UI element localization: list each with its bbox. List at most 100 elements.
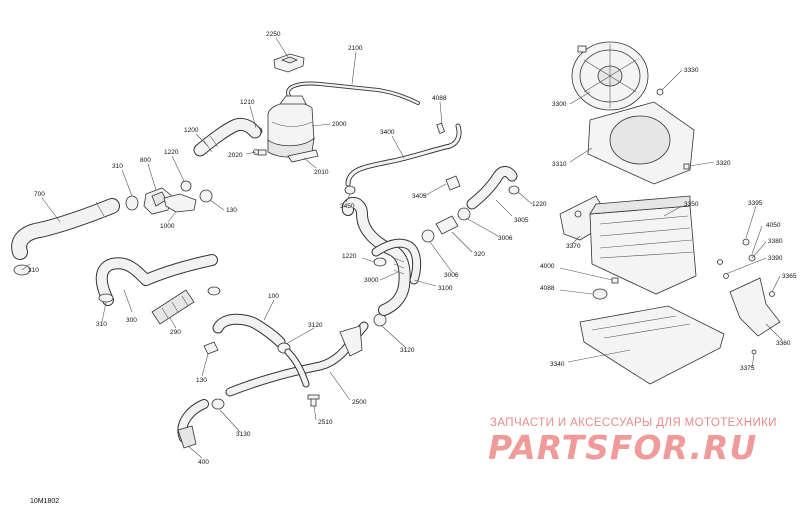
- callout-3320: 3320: [716, 160, 731, 167]
- hose-3100: [371, 238, 422, 285]
- callout-100: 100: [268, 293, 279, 300]
- sensor-4000: [611, 277, 619, 284]
- callout-130-b: 130: [196, 377, 207, 384]
- connector-320: [435, 215, 459, 235]
- clamp-1220-mid: [373, 257, 387, 267]
- callout-1220-b: 1220: [342, 253, 357, 260]
- hose-300: [95, 254, 218, 306]
- callout-290: 290: [170, 329, 181, 336]
- callout-4088-top: 4088: [432, 95, 447, 102]
- fan-shroud-3310: [587, 101, 695, 185]
- pipe-assembly-2500: [225, 321, 369, 397]
- clamp-130-top: [199, 189, 213, 203]
- bolt-3320: [683, 163, 690, 170]
- clamp-310-mid: [98, 293, 114, 303]
- nut-3330: [656, 88, 664, 96]
- diagram-code: 10M1802: [30, 498, 60, 505]
- callout-3100: 3100: [438, 285, 453, 292]
- fastener-4088-top: [436, 122, 446, 134]
- callout-1200: 1200: [184, 127, 199, 134]
- callout-400: 400: [198, 459, 209, 466]
- hose-700: [11, 198, 120, 260]
- callout-2100: 2100: [348, 45, 363, 52]
- watermark-subtitle: ЗАПЧАСТИ И АКСЕССУАРЫ ДЛЯ МОТОТЕХНИКИ: [490, 417, 777, 429]
- part-drawings: [11, 41, 781, 449]
- fan-3300: [571, 41, 649, 111]
- tank-cap-2250: [273, 53, 305, 73]
- callout-1220-c: 1220: [532, 201, 547, 208]
- callout-2010: 2010: [314, 169, 329, 176]
- callout-3330: 3330: [684, 67, 699, 74]
- callout-300: 300: [126, 317, 137, 324]
- callout-3130: 3130: [236, 431, 251, 438]
- callout-3360: 3360: [776, 340, 791, 347]
- callout-3310: 3310: [552, 161, 567, 168]
- callout-2000: 2000: [332, 121, 347, 128]
- callout-4050: 4050: [766, 222, 781, 229]
- watermark-brand: PARTSFOR.RU: [488, 428, 758, 467]
- fitting-400: [177, 399, 209, 449]
- clip-4088-bottom: [592, 288, 608, 300]
- callout-3006-a: 3006: [498, 235, 513, 242]
- tank-strap-2010: [287, 149, 319, 163]
- callout-2510: 2510: [318, 419, 333, 426]
- callout-3375: 3375: [740, 365, 755, 372]
- callout-3450: 3450: [340, 203, 355, 210]
- callout-310-mid: 310: [96, 321, 107, 328]
- callout-310-top: 310: [112, 163, 123, 170]
- callout-3120-b: 3120: [400, 347, 415, 354]
- thermostat-housing-800: [143, 187, 173, 215]
- bracket-3360: [717, 238, 781, 355]
- clamp-3450: [344, 185, 356, 195]
- callout-3005: 3005: [514, 217, 529, 224]
- callout-800: 800: [140, 157, 151, 164]
- callout-4000: 4000: [540, 263, 555, 270]
- callout-3365: 3365: [782, 273, 797, 280]
- callout-700: 700: [34, 191, 45, 198]
- callout-3350: 3350: [684, 201, 699, 208]
- radiator-3350: [589, 195, 697, 295]
- callout-3300: 3300: [552, 101, 567, 108]
- callout-2020: 2020: [228, 152, 243, 159]
- clamp-310-top: [125, 195, 139, 211]
- hose-3400: [345, 123, 462, 187]
- guard-plate-3340: [579, 305, 725, 385]
- callout-130-top: 130: [226, 207, 237, 214]
- fitting-130: [203, 341, 219, 355]
- callout-310-left: 310: [28, 267, 39, 274]
- hose-3000: [341, 197, 411, 316]
- callout-1220-left: 1220: [164, 149, 179, 156]
- callout-3395: 3395: [748, 200, 763, 207]
- overflow-hose-2100: [286, 81, 420, 105]
- clamp-3130: [211, 398, 225, 410]
- leader-lines: [21, 37, 783, 459]
- callout-3006-b: 3006: [444, 272, 459, 279]
- clamp-3006-lower: [421, 229, 435, 243]
- clamp-310-right: [207, 286, 221, 296]
- hose-3005: [466, 166, 518, 210]
- callout-labels: 2250 2100 1210 2000 1200 2020 2010 4088 …: [28, 31, 797, 466]
- callout-1210: 1210: [240, 99, 255, 106]
- expansion-tank-2000: [267, 95, 315, 158]
- callout-4088-bottom: 4088: [540, 285, 555, 292]
- callout-3000: 3000: [364, 277, 379, 284]
- clamp-3006-upper: [457, 207, 471, 221]
- callout-3340: 3340: [550, 361, 565, 368]
- callout-3370: 3370: [566, 243, 581, 250]
- callout-1000: 1000: [160, 223, 175, 230]
- hose-100: [212, 313, 286, 348]
- hose-1200: [193, 117, 262, 157]
- clamp-1220-right: [508, 185, 520, 195]
- callout-2250: 2250: [266, 31, 281, 38]
- callout-3120-a: 3120: [308, 322, 323, 329]
- sleeve-290: [151, 289, 195, 325]
- callout-3380: 3380: [768, 238, 783, 245]
- fitting-3405: [445, 175, 461, 191]
- thermostat-1000: [163, 193, 197, 213]
- callout-3390: 3390: [768, 255, 783, 262]
- bolt-2510: [307, 394, 320, 407]
- callout-320: 320: [474, 251, 485, 258]
- callout-3400: 3400: [380, 129, 395, 136]
- callout-3405: 3405: [412, 193, 427, 200]
